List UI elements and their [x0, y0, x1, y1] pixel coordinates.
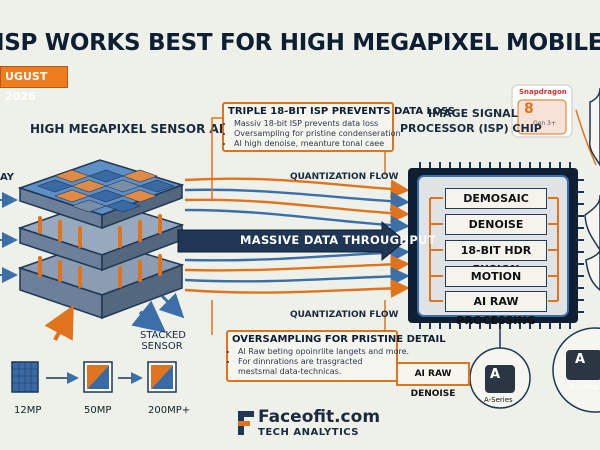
- throughput-arrow: [177, 220, 406, 262]
- snapdragon-number: 8: [524, 101, 534, 117]
- page-title: ISP WORKS BEST FOR HIGH MEGAPIXEL MOBILE…: [0, 30, 600, 56]
- ai-raw-denoise-badge: AI RAW DENOISE: [396, 362, 470, 399]
- stage-demosaic: DEMOSAIC: [445, 188, 547, 209]
- snapdragon-chip: [511, 84, 573, 138]
- data-loss-box-title: TRIPLE 18-BIT ISP PREVENTS DATA LOSS: [228, 106, 456, 117]
- a-series-left-letter: A: [490, 367, 501, 382]
- a-series-bubble-right: [552, 327, 600, 413]
- oversampling-bullet-1: Al Raw beting opoinrlite langets and mor…: [238, 347, 409, 357]
- sensor-stack: [17, 159, 185, 320]
- snapdragon-label: Snapdragon: [519, 88, 567, 96]
- isp-title-line-1: IMAGE SIGNAL: [428, 107, 518, 120]
- stage-motion-handling: MOTION HANDLING: [445, 266, 547, 302]
- inbound-arrows: [0, 192, 18, 283]
- snapdragon-gen: Gen 3+: [533, 120, 556, 127]
- oversampling-box: OVERSAMPLING FOR PRISTINE DETAIL Al Raw …: [226, 330, 446, 382]
- stage-denoise: DENOISE: [445, 214, 547, 235]
- brand-name: Faceofit.com: [258, 407, 381, 427]
- quantization-flow-bottom: QUANTIZATION FLOW: [290, 310, 399, 320]
- stacked-sensor-label: STACKED SENSOR: [140, 330, 186, 352]
- data-loss-box: TRIPLE 18-BIT ISP PREVENTS DATA LOSS Mas…: [222, 102, 456, 152]
- throughput-label: MASSIVE DATA THROUGHPUT: [240, 233, 436, 247]
- data-loss-bullet-3: AI high denoise, meanture tonal caee: [234, 139, 392, 149]
- data-loss-bullet-1: Massiv 18-bit ISP prevents data loss: [234, 119, 392, 129]
- sensor-edge-text: AY: [0, 172, 15, 183]
- brand-tagline: TECH ANALYTICS: [258, 427, 360, 438]
- data-loss-bullet-2: Oversampling for pristine condenseration: [234, 129, 401, 139]
- a-series-bubble-left: [469, 325, 531, 409]
- quantization-flow-top: QUANTIZATION FLOW: [290, 172, 399, 182]
- stage-ai-raw-processing: AI RAW PROCESSING: [445, 291, 547, 327]
- isp-title-line-2: PROCESSOR (ISP) CHIP: [400, 122, 542, 135]
- mp-tiles: [11, 361, 177, 393]
- brand-logo: [238, 411, 254, 435]
- a-series-right-label: A-Series: [570, 383, 599, 391]
- date-badge: UGUST 2026: [0, 66, 68, 103]
- oversampling-bullet-2: For dinnrations are trasgracted mestsmal…: [238, 357, 388, 377]
- mp-label-12: 12MP: [14, 405, 42, 416]
- data-flow-ribbons: [184, 177, 410, 298]
- a-series-right-letter: A: [575, 352, 586, 367]
- stage-hdr-fusion: 18-BIT HDR FUSION: [445, 240, 547, 276]
- sensor-title: HIGH MEGAPIXEL SENSOR ARRAY: [30, 122, 255, 136]
- mp-label-200: 200MP+: [148, 405, 191, 416]
- a-series-left-label: A-Series: [484, 396, 513, 404]
- oversampling-box-title: OVERSAMPLING FOR PRISTINE DETAIL: [232, 334, 446, 345]
- mp-label-50: 50MP: [84, 405, 112, 416]
